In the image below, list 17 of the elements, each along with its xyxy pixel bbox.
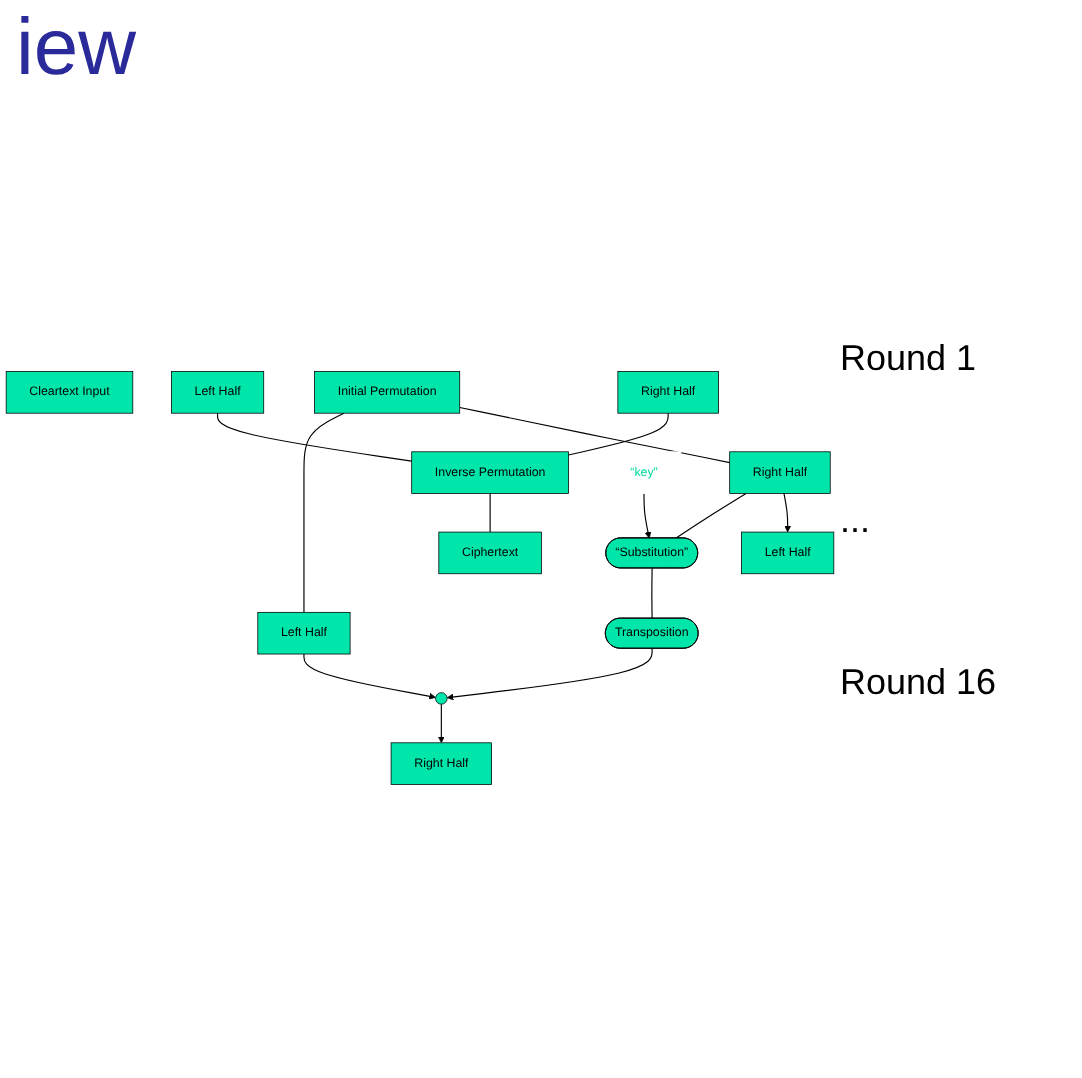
slide-title: iew [16,4,139,94]
arrow [643,492,652,539]
connector [303,412,345,613]
connector [675,492,747,539]
arrow [446,648,653,701]
note-text: ... [840,500,873,542]
arrow [303,653,436,700]
arrow [783,492,792,533]
arrow [437,703,445,744]
note-text: Round 1 [840,338,979,380]
connector [567,412,669,456]
connector [217,412,413,462]
node-circle [435,692,448,705]
connector [459,406,731,464]
note-text: Round 16 [840,662,997,704]
connector [651,567,653,620]
connector [489,492,491,533]
